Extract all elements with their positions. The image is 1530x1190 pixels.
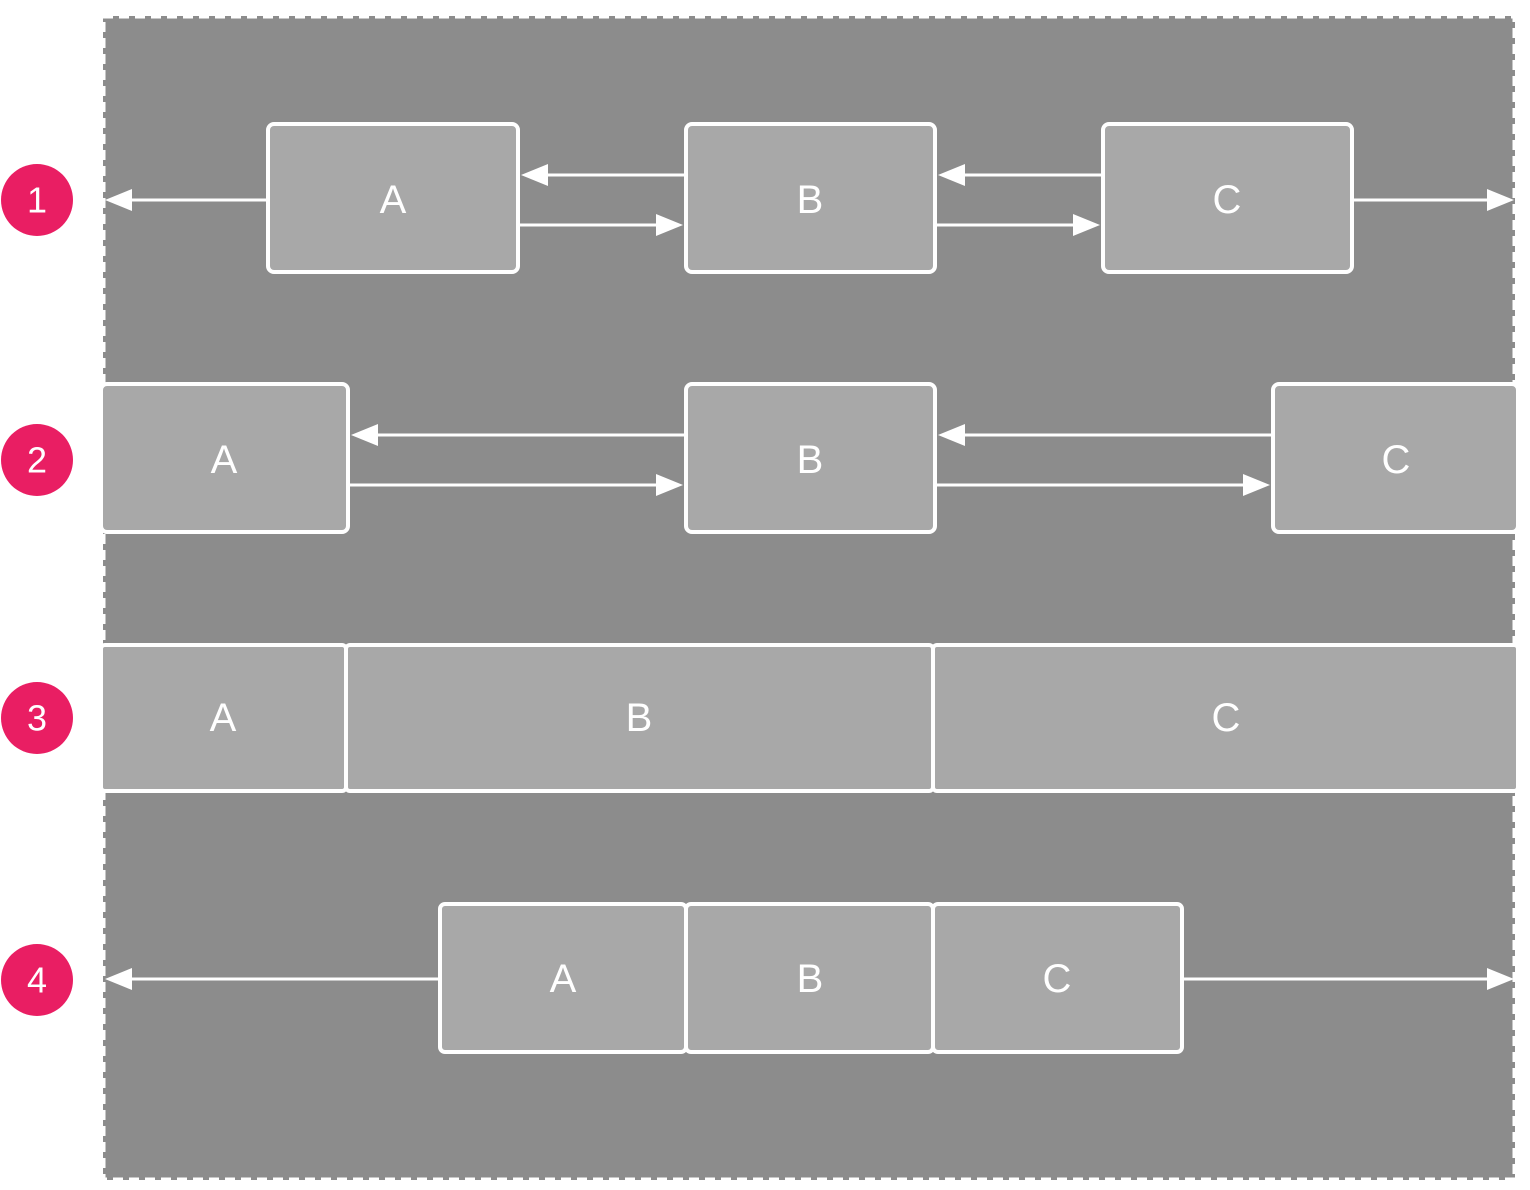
row-2-number: 2 <box>27 440 47 481</box>
row-3-badge <box>1 682 73 754</box>
row-1-number: 1 <box>27 180 47 221</box>
row-2-box-a <box>99 382 350 534</box>
parent-container-border <box>100 13 1518 1183</box>
row-3-label-a: A <box>210 696 237 740</box>
row-2-label-a: A <box>211 438 238 482</box>
row-1-box-a <box>266 122 520 274</box>
row-3-number: 3 <box>27 698 47 739</box>
row-2-badge <box>1 424 73 496</box>
row-1-badge <box>1 164 73 236</box>
row-2: 2 A B C <box>1 382 1520 534</box>
row-3-box-c <box>931 643 1520 793</box>
row-1-right-arrowhead <box>1487 189 1514 211</box>
row-4-label-a: A <box>550 957 577 1001</box>
row-1-left-arrowhead <box>105 189 132 211</box>
row-2-a-to-b-arrowhead <box>656 474 683 496</box>
row-4-label-c: C <box>1043 957 1072 1001</box>
row-1-c-to-b-arrowhead <box>938 164 965 186</box>
row-3-label-c: C <box>1212 696 1241 740</box>
row-1-label-a: A <box>380 178 407 222</box>
row-1-b-to-c-arrowhead <box>1073 214 1100 236</box>
row-2-b-to-c-arrowhead <box>1243 474 1270 496</box>
row-2-label-b: B <box>797 438 824 482</box>
row-3-label-b: B <box>626 696 653 740</box>
row-2-label-c: C <box>1382 438 1411 482</box>
row-4-left-arrowhead <box>105 968 132 990</box>
row-4-right-arrowhead <box>1487 968 1514 990</box>
row-1-box-b <box>684 122 937 274</box>
row-2-box-c <box>1271 382 1520 534</box>
row-4-box-c <box>931 902 1184 1054</box>
row-2-c-to-b-arrowhead <box>938 424 965 446</box>
row-4-label-b: B <box>797 957 824 1001</box>
row-3: 3 A B C <box>1 643 1520 793</box>
row-1-b-to-a-arrowhead <box>521 164 548 186</box>
row-4-badge <box>1 944 73 1016</box>
row-4: 4 A B C <box>1 902 1514 1054</box>
row-1: 1 A B C <box>1 122 1514 274</box>
row-2-box-b <box>684 382 937 534</box>
row-1-box-c <box>1101 122 1354 274</box>
row-1-label-c: C <box>1213 178 1242 222</box>
row-2-b-to-a-arrowhead <box>351 424 378 446</box>
row-1-label-b: B <box>797 178 824 222</box>
row-1-a-to-b-arrowhead <box>656 214 683 236</box>
row-4-number: 4 <box>27 960 47 1001</box>
